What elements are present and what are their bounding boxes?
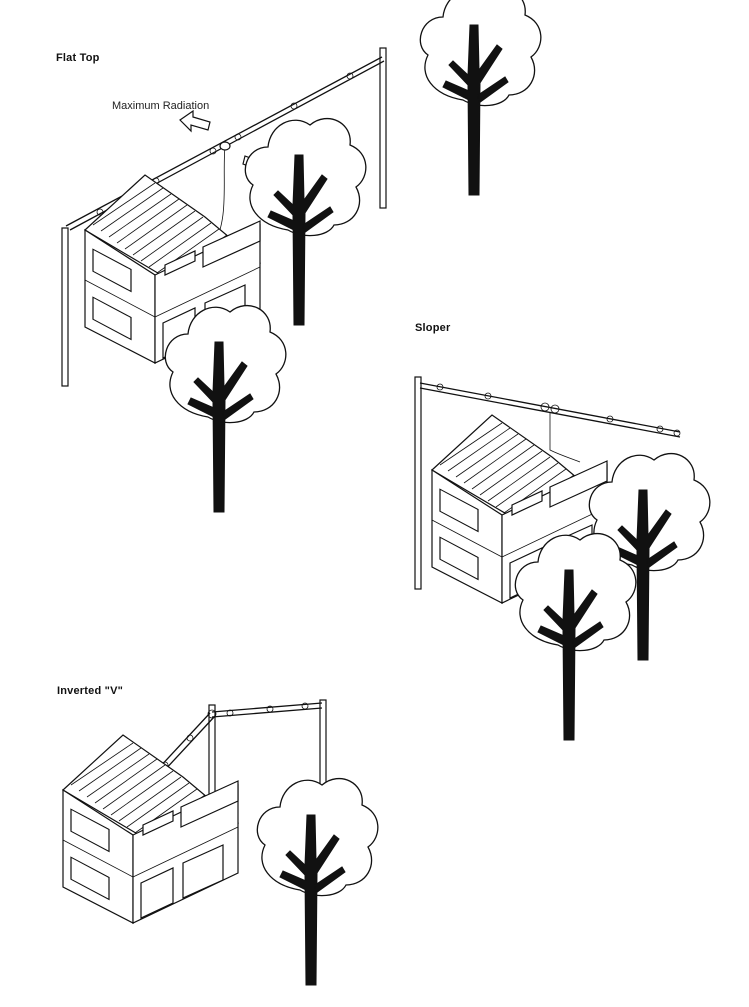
- max-radiation-label: Maximum Radiation: [112, 100, 210, 112]
- flat-top-tree-1: [244, 117, 367, 326]
- left-mast: [61, 227, 69, 387]
- flat-top-tree-3: [164, 304, 287, 513]
- inv-v-tree: [256, 777, 379, 986]
- inverted-v-scene: [62, 699, 379, 986]
- sloper-title: Sloper: [415, 322, 451, 334]
- arrow-left-icon: [179, 109, 211, 133]
- sloper-antenna: [419, 382, 681, 463]
- inverted-v-title: Inverted "V": [57, 685, 124, 697]
- flat-top-scene: [61, 0, 542, 513]
- sloper-tree-2: [514, 532, 637, 741]
- flat-top-tree-2: [419, 0, 542, 196]
- sloper-mast: [414, 376, 422, 590]
- sloper-scene: [414, 376, 711, 741]
- right-mast: [379, 47, 387, 209]
- flat-top-title: Flat Top: [56, 52, 100, 64]
